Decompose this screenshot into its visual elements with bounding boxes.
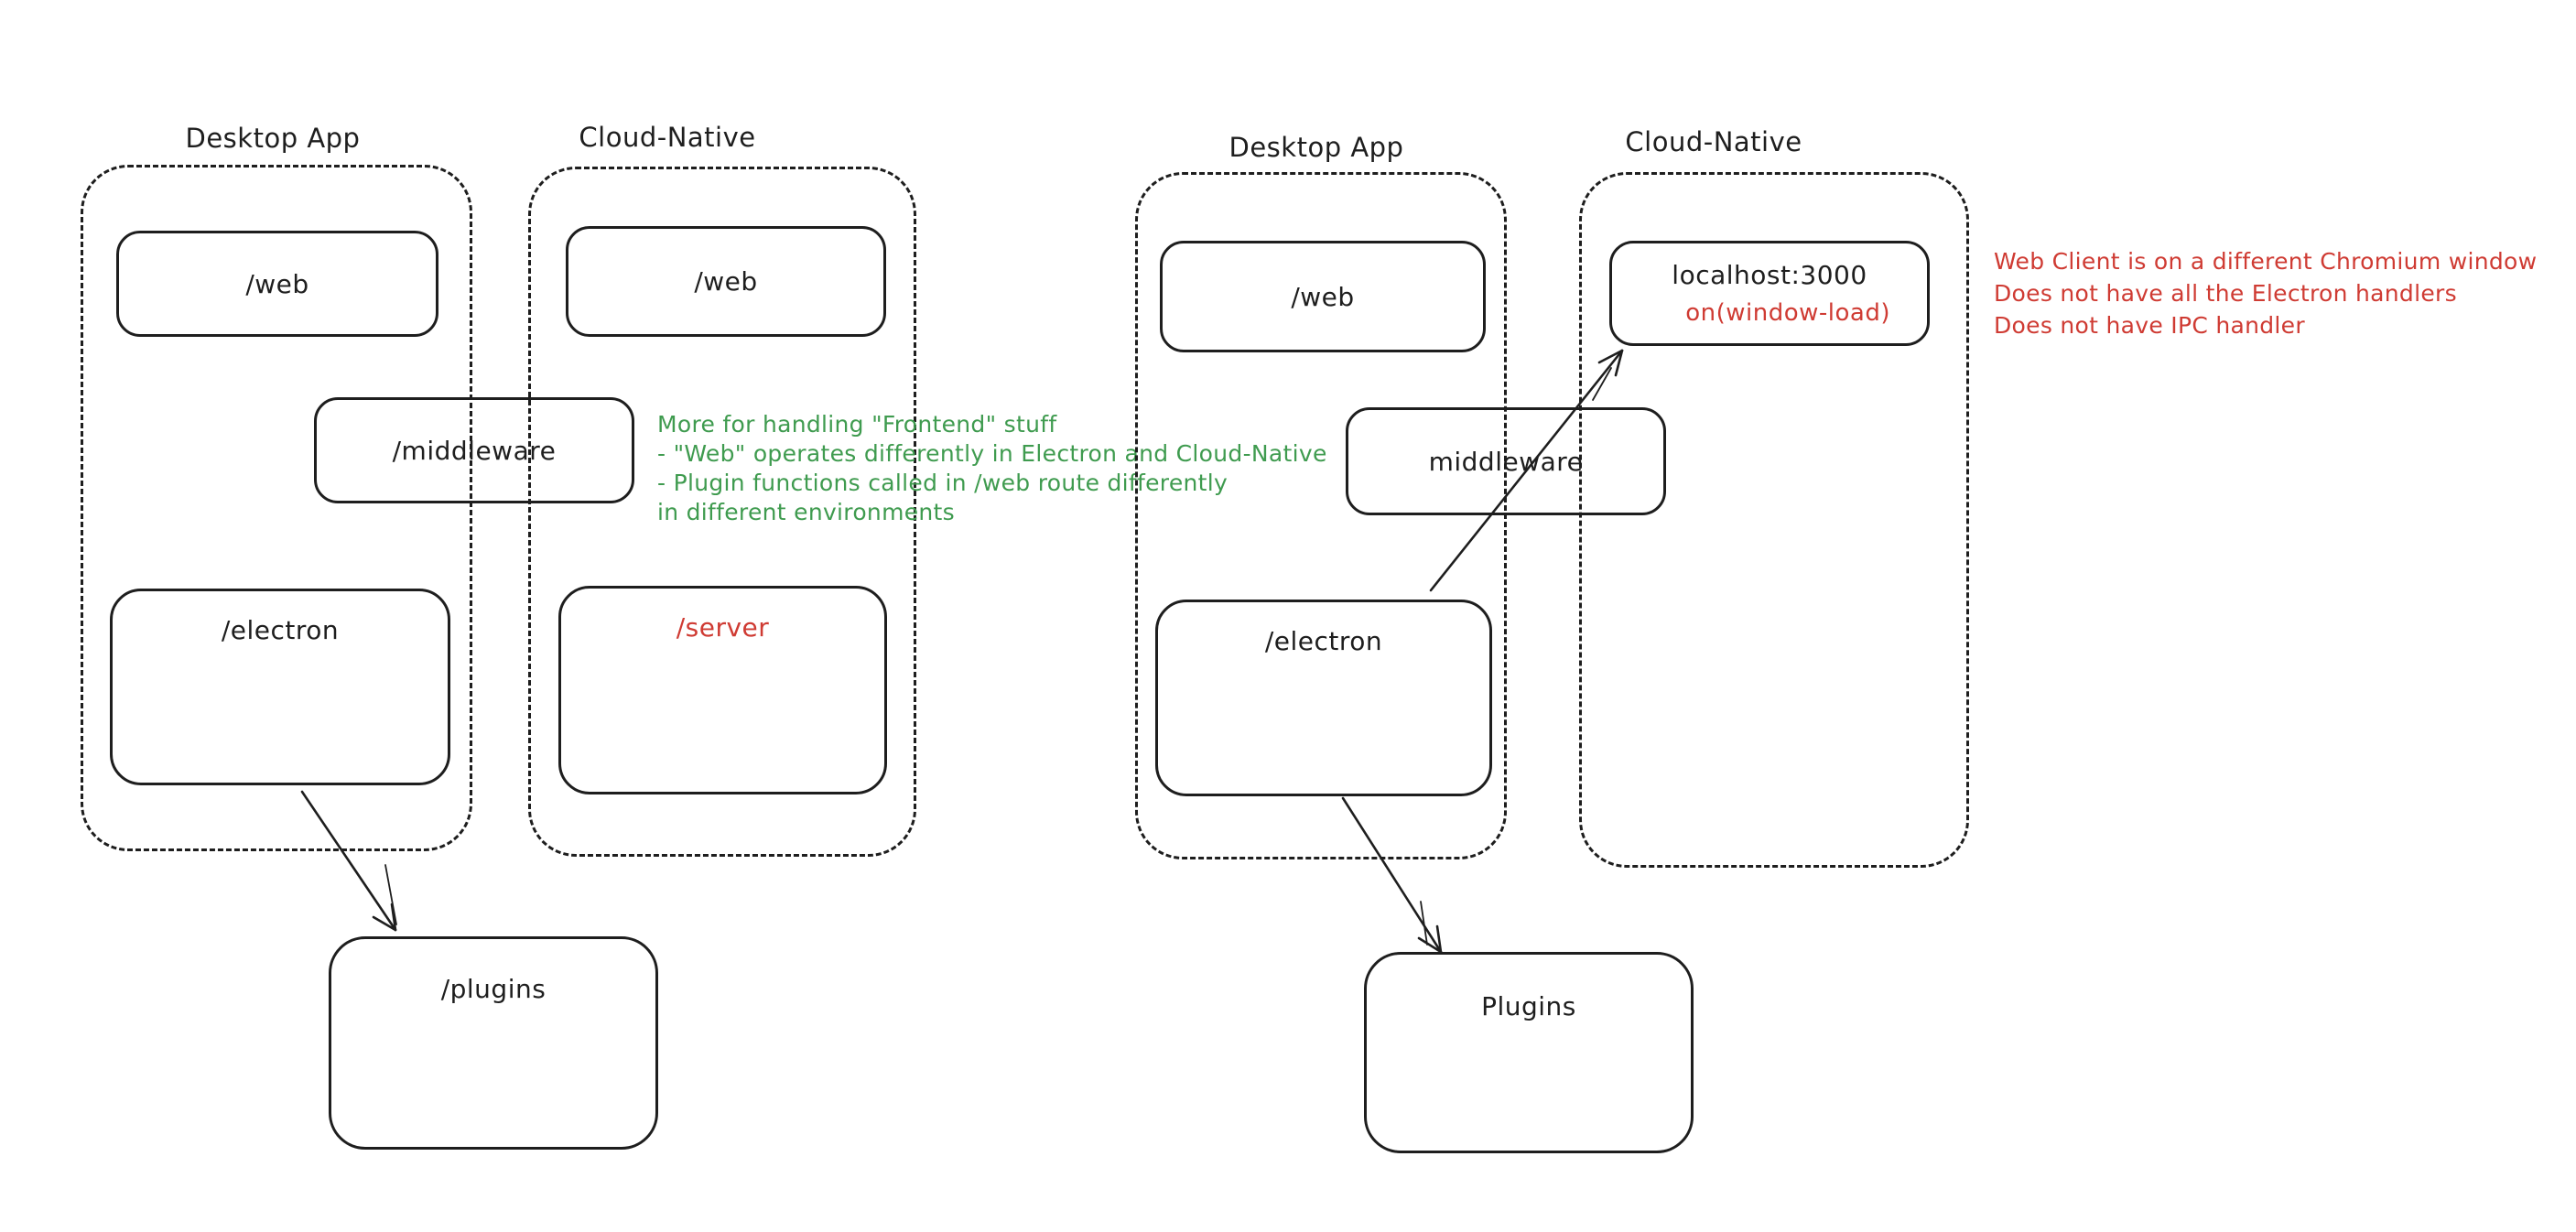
left-server-label: /server <box>676 612 770 643</box>
right-plugins-label: Plugins <box>1481 991 1576 1021</box>
left-electron-label: /electron <box>221 615 340 645</box>
right-electron-label: /electron <box>1264 626 1383 656</box>
left-desktop-web-box: /web <box>116 231 438 337</box>
left-plugins-label: /plugins <box>440 974 547 1004</box>
left-server-box: /server <box>558 586 887 794</box>
left-desktop-web-label: /web <box>245 268 309 299</box>
right-desktop-web-box: /web <box>1160 241 1486 352</box>
right-plugins-box: Plugins <box>1364 952 1694 1153</box>
left-green-annotation: More for handling "Frontend" stuff - "We… <box>657 410 1327 527</box>
right-cloud-group-label: Cloud-Native <box>1625 126 1802 157</box>
right-localhost-title: localhost:3000 <box>1672 260 1867 290</box>
left-cloud-web-box: /web <box>566 226 886 337</box>
left-desktop-group-label: Desktop App <box>185 123 361 154</box>
left-cloud-group-container <box>528 167 916 857</box>
red-annotation-line-2: Does not have all the Electron handlers <box>1994 280 2457 307</box>
left-middleware-box: /middleware <box>314 397 634 503</box>
right-middleware-label: middleware <box>1428 446 1584 477</box>
left-plugins-box: /plugins <box>329 936 658 1150</box>
green-annotation-line-3: - Plugin functions called in /web route … <box>657 470 1228 496</box>
right-localhost-subtitle: on(window-load) <box>1685 299 1890 327</box>
right-desktop-group-label: Desktop App <box>1228 132 1404 163</box>
red-annotation-line-3: Does not have IPC handler <box>1994 312 2305 339</box>
green-annotation-line-1: More for handling "Frontend" stuff <box>657 411 1057 438</box>
right-electron-box: /electron <box>1155 600 1492 796</box>
left-electron-box: /electron <box>110 589 450 785</box>
left-cloud-web-label: /web <box>694 266 758 297</box>
left-middleware-label: /middleware <box>392 435 557 466</box>
green-annotation-line-4: in different environments <box>657 499 955 525</box>
right-localhost-box: localhost:3000 on(window-load) <box>1609 241 1930 346</box>
red-annotation-line-1: Web Client is on a different Chromium wi… <box>1994 248 2538 275</box>
left-desktop-group-container <box>81 165 472 851</box>
right-desktop-web-label: /web <box>1291 281 1355 312</box>
green-annotation-line-2: - "Web" operates differently in Electron… <box>657 440 1327 467</box>
left-cloud-group-label: Cloud-Native <box>579 122 756 153</box>
right-middleware-box: middleware <box>1346 407 1666 515</box>
right-red-annotation: Web Client is on a different Chromium wi… <box>1994 245 2537 341</box>
